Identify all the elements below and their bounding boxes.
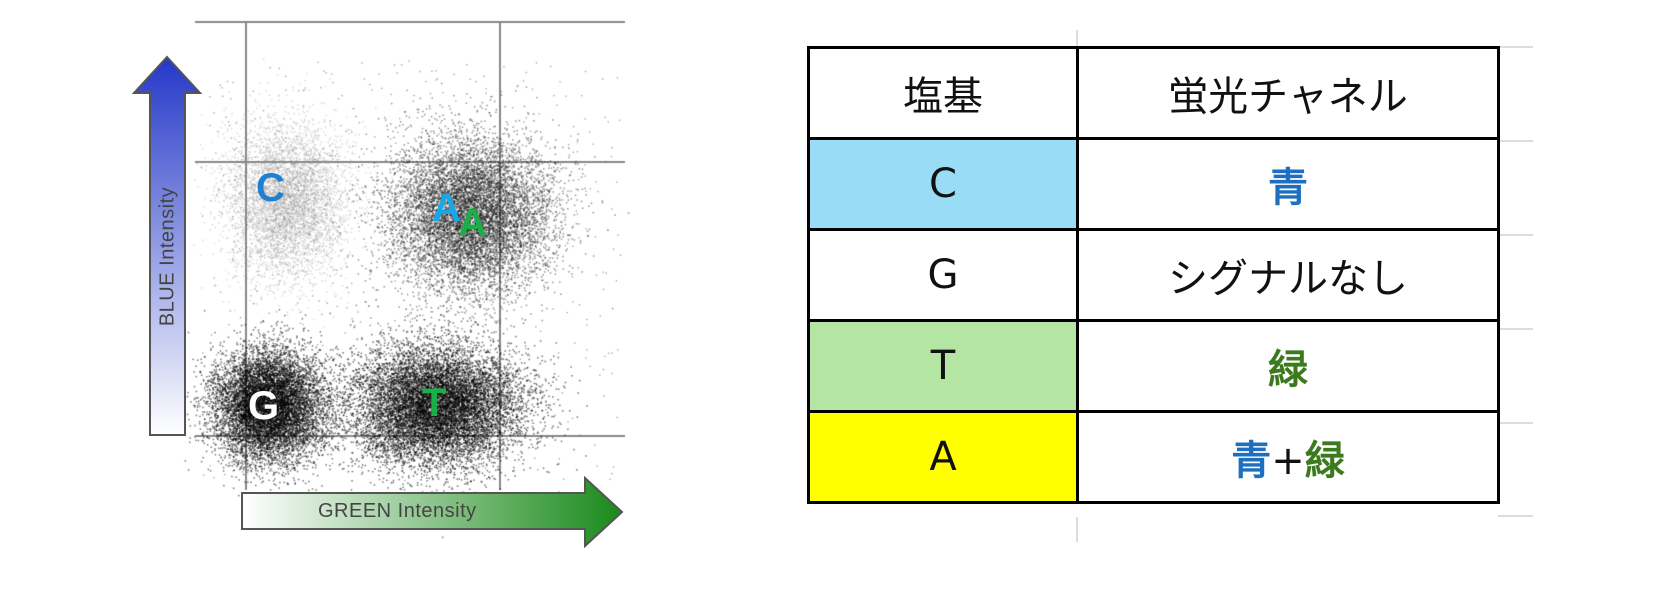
channel-cell: 青+緑 [1076,410,1500,504]
sheet-gridline [1498,422,1533,424]
base-cell: G [807,228,1079,322]
table-row: G シグナルなし [807,228,1500,322]
channel-green: 緑 [1268,347,1308,393]
base-cell: T [807,319,1079,413]
cluster-label-t: T [422,381,447,425]
sheet-gridline [1076,517,1078,542]
plus-sign: + [1271,438,1305,484]
sheet-gridline [1076,30,1078,46]
cluster-label-g: G [248,384,280,428]
blue-intensity-arrow [131,55,203,436]
cluster-label-a-green: A [458,201,487,245]
sheet-gridline [1498,328,1533,330]
cluster-label-c: C [256,166,285,210]
channel-blue: 青 [1231,438,1272,484]
green-intensity-arrow [241,476,624,548]
header-base: 塩基 [807,46,1079,140]
channel-blue: 青 [1268,165,1308,211]
table-row: T 緑 [807,319,1500,413]
sheet-gridline [1498,234,1533,236]
channel-cell: シグナルなし [1076,228,1500,322]
cluster-label-a-blue: A [432,186,461,230]
table-row: A 青+緑 [807,410,1500,504]
channel-cell: 青 [1076,137,1500,231]
sheet-gridline [1498,140,1533,142]
table-header-row: 塩基 蛍光チャネル [807,46,1500,140]
base-cell: C [807,137,1079,231]
base-cell: A [807,410,1079,504]
y-axis-label: BLUE Intensity [156,186,179,327]
x-axis-label: GREEN Intensity [318,500,477,522]
channel-green: 緑 [1304,438,1345,484]
channel-cell: 緑 [1076,319,1500,413]
sheet-gridline [1498,515,1533,517]
header-channel: 蛍光チャネル [1076,46,1500,140]
base-channel-table: 塩基 蛍光チャネル C 青 G シグナルなし T 緑 A 青+緑 [807,46,1500,504]
sheet-gridline [1498,46,1533,48]
table-row: C 青 [807,137,1500,231]
